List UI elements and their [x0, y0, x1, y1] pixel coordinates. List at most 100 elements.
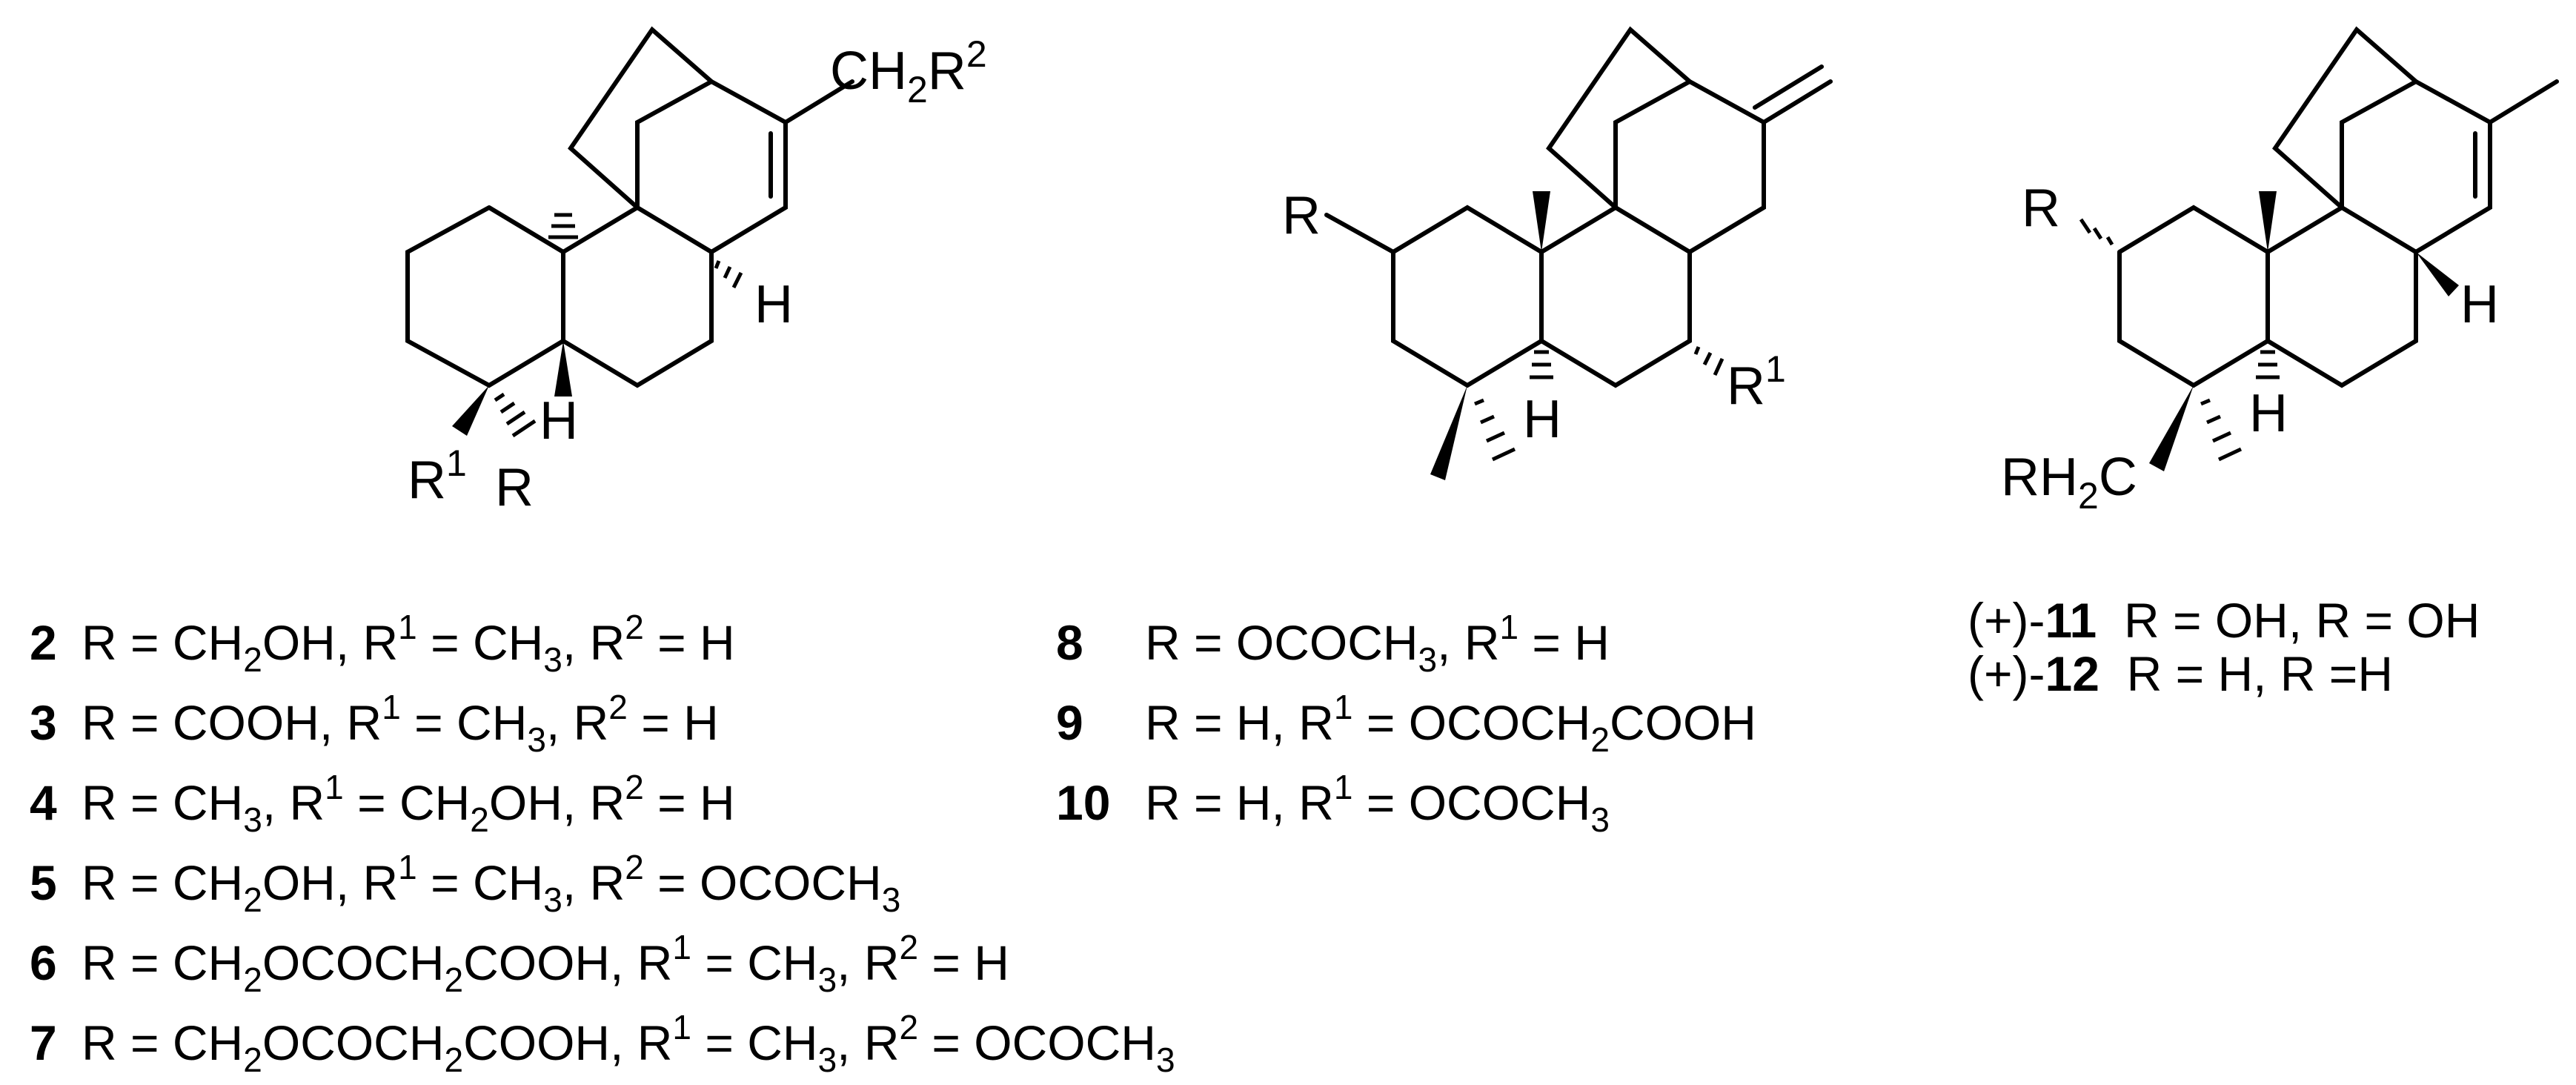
ring-b-bonds: [1539, 205, 1692, 388]
structure-right: R H H RH2C: [2001, 26, 2559, 517]
legend-text-part: , R: [562, 615, 625, 670]
legend-text-part: , R: [1437, 615, 1499, 670]
ring-c-bonds: [2340, 79, 2492, 254]
legend-text-part: R = H, R: [1145, 775, 1334, 830]
legend-text-part: = CH: [691, 1015, 818, 1070]
legend-text-part: 3: [818, 1041, 837, 1079]
compound-number: 12: [2045, 646, 2099, 701]
legend-text-part: COOH, R: [463, 935, 672, 990]
wedge-ch2r: [2149, 385, 2194, 471]
hashed-methyl-c10: [548, 213, 578, 239]
legend-text-part: 2: [444, 960, 463, 999]
legend-text-part: 1: [382, 688, 401, 726]
legend-text-part: 2: [243, 960, 262, 999]
label-r1: R1: [408, 442, 467, 510]
ring-b-bonds: [2265, 205, 2418, 388]
legend-text-part: 2: [625, 848, 644, 886]
legend-text-part: 2: [900, 1008, 919, 1046]
legend-text-part: = CH: [691, 935, 818, 990]
legend-text-part: R = CH: [82, 775, 243, 830]
compound-number: 2: [30, 615, 57, 670]
legend-text-part: 2: [1590, 720, 1610, 759]
legend-text-part: 1: [1334, 768, 1353, 806]
ring-c-bonds: [635, 79, 788, 254]
legend-text-part: R = CH: [82, 935, 243, 990]
compound-number: 10: [1056, 775, 1110, 830]
wedge-methyl-c10: [2259, 191, 2277, 252]
legend-text-part: 3: [243, 800, 262, 839]
legend-text-part: R = CH: [82, 855, 243, 910]
legend-text-part: 3: [818, 960, 837, 999]
wedge-methyl-c10: [1533, 191, 1550, 252]
legend-text-part: OCOCH: [262, 935, 445, 990]
exocyclic-double-bond-2: [1753, 64, 1824, 110]
compound-number: 8: [1056, 615, 1083, 670]
legend-text-part: 2: [243, 880, 262, 919]
label-r: R: [1282, 186, 1321, 245]
legend-text-part: 2: [444, 1041, 463, 1079]
hashed-r-c4: [494, 392, 537, 438]
legend-text-part: = H: [1518, 615, 1610, 670]
legend-text-part: 1: [325, 768, 344, 806]
hashed-h-c5: [1530, 350, 1553, 379]
legend-text-part: 2: [900, 928, 919, 966]
wedge-methyl-c4: [1430, 385, 1467, 480]
bridge-bonds: [568, 26, 714, 210]
compound-prefix: (+)-: [1968, 646, 2045, 701]
legend-text-part: = CH: [417, 615, 544, 670]
bridge-bonds: [1546, 26, 1692, 210]
legend-text-part: R = H, R: [1145, 695, 1334, 750]
legend-text-part: = H: [644, 775, 735, 830]
legend-text-part: 3: [543, 640, 562, 679]
compound-number: 4: [30, 775, 57, 830]
hashed-h-c5: [2256, 350, 2280, 379]
legend-text-part: 3: [1418, 640, 1438, 679]
legend-text-part: = H: [628, 695, 719, 750]
label-h-bottom: H: [2249, 384, 2288, 443]
legend-text-part: = CH: [344, 775, 471, 830]
legend-text-part: 3: [543, 880, 562, 919]
legend-text-part: 2: [470, 800, 489, 839]
legend-text-part: 3: [1156, 1041, 1175, 1079]
label-r: R: [2022, 179, 2060, 238]
ring-a-bonds: [1391, 205, 1544, 388]
legend-text-part: = OCOCH: [918, 1015, 1156, 1070]
legend-text-part: , R: [262, 775, 325, 830]
legend-text-part: OH, R: [489, 775, 625, 830]
legend-text-part: 1: [398, 608, 417, 646]
compound-number: 7: [30, 1015, 57, 1070]
legend-text-part: R = CH: [82, 615, 243, 670]
legend-line-12: (+)-12 R = H, R =H: [1968, 646, 2393, 701]
compound-number: 5: [30, 855, 57, 910]
legend-text-part: 1: [672, 928, 691, 966]
methyl-bond: [2488, 79, 2559, 125]
hashed-methyl-c4: [2200, 398, 2243, 462]
label-r1: R1: [1727, 348, 1786, 416]
structure-middle: R R1 H: [1282, 26, 1833, 480]
legend-text-part: , R: [837, 935, 899, 990]
legend-text-part: 1: [672, 1008, 691, 1046]
legend-text-part: = H: [918, 935, 1009, 990]
label-rh2c: RH2C: [2001, 448, 2137, 517]
legend-text-part: = H: [644, 615, 735, 670]
legend-text-part: 2: [608, 688, 628, 726]
label-h-ring: H: [2460, 275, 2499, 334]
legend-right: (+)-11 R = OH, R = OH(+)-12 R = H, R =H: [1968, 593, 2480, 701]
wedge-r1-c4: [452, 385, 489, 436]
legend-text-part: 2: [625, 608, 644, 646]
legend-text-part: COOH: [1610, 695, 1756, 750]
ring-a-bonds: [405, 205, 565, 388]
legend-text-part: R = OCOCH: [1145, 615, 1418, 670]
ring-c-bonds: [1613, 79, 1766, 254]
legend-text-part: R = COOH, R: [82, 695, 382, 750]
legend-text-part: 3: [1590, 800, 1610, 839]
legend-text-part: , R: [562, 855, 625, 910]
